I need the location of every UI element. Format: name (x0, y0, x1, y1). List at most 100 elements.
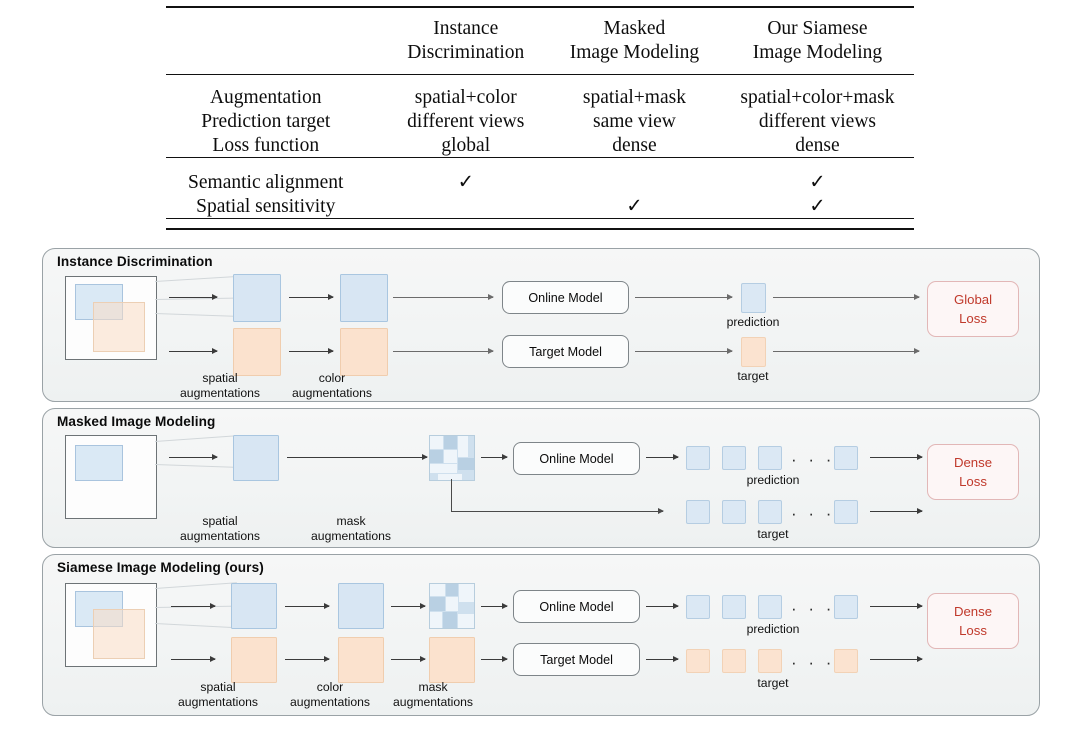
crop-box-orange (93, 609, 145, 659)
aug-label-color: color augmentations (267, 371, 397, 401)
rule-cell (166, 228, 384, 231)
aug-label-line2: augmentations (180, 529, 260, 543)
arrow-target-to-loss (773, 348, 920, 355)
target-label: target (737, 369, 769, 383)
loss-label-line1: Global (953, 292, 993, 307)
online-model-box[interactable]: Online Model (513, 590, 640, 623)
header-line-1: Masked (603, 18, 666, 39)
arrow-online-to-prediction (646, 602, 679, 611)
arrow-mask-aug (287, 453, 428, 462)
arrow-prediction-to-loss (870, 602, 923, 611)
rule-cell (166, 157, 384, 170)
header-line-1: Instance (433, 18, 499, 39)
table-rule-bottom-outer (166, 228, 914, 231)
aug-label-spatial: spatial augmentations (155, 514, 285, 544)
arrow-to-online-model (481, 602, 508, 611)
arrow-spatial-aug-blue (171, 602, 216, 611)
cell-augmentation-masked: spatial+mask (582, 86, 686, 108)
table-header-siamese-image-modeling: Our Siamese Image Modeling (720, 6, 914, 75)
target-model-label: Target Model (540, 652, 613, 667)
view-blue-spatial (233, 274, 281, 322)
rule-cell (548, 228, 721, 231)
target-token (834, 500, 858, 524)
table-row: Loss function global dense dense (166, 133, 914, 158)
aug-label-line2: augmentations (292, 386, 372, 400)
aug-label-line1: color (318, 371, 346, 385)
rule-cell (383, 218, 548, 229)
prediction-token (722, 595, 746, 619)
loss-label-line1: Dense (953, 604, 993, 619)
crop-guide-line (154, 435, 237, 442)
rule-cell (383, 74, 548, 85)
table-row: Augmentation spatial+color spatial+mask … (166, 85, 914, 109)
table-rule-mid (166, 74, 914, 85)
header-line-2: Discrimination (407, 42, 525, 63)
crop-box-blue (75, 445, 123, 481)
panel-title-masked-image-modeling: Masked Image Modeling (57, 414, 216, 429)
target-label: target (757, 527, 789, 541)
view-blue-spatial (233, 435, 279, 481)
check-semantic-siamese: ✓ (809, 171, 826, 193)
online-model-label: Online Model (539, 599, 614, 614)
comparison-table-grid: Instance Discrimination Masked Image Mod… (166, 6, 914, 231)
table-row: Semantic alignment ✓ ✓ (166, 170, 914, 194)
table-rule-mid-2 (166, 157, 914, 170)
aug-label-spatial: spatial augmentations (155, 371, 285, 401)
target-model-label: Target Model (529, 344, 602, 359)
row-label-loss-function: Loss function (212, 134, 320, 156)
row-label-semantic-alignment: Semantic alignment (188, 171, 344, 193)
table-header-masked-image-modeling: Masked Image Modeling (548, 6, 721, 75)
rule-cell (720, 74, 914, 85)
view-blue-color (340, 274, 388, 322)
row-label-prediction-target: Prediction target (201, 110, 331, 132)
prediction-token (741, 283, 766, 313)
arrow-online-to-prediction (635, 294, 733, 301)
table-header-instance-discrimination: Instance Discrimination (383, 6, 548, 75)
cell-loss-function-instance: global (441, 134, 491, 156)
target-token (686, 649, 710, 673)
prediction-label: prediction (746, 622, 800, 636)
cell-prediction-target-siamese: different views (758, 110, 876, 132)
target-token (741, 337, 766, 367)
online-model-box[interactable]: Online Model (502, 281, 629, 314)
dense-loss-box: Dense Loss (927, 444, 1019, 500)
arrow-to-target-model (393, 348, 494, 355)
loss-label-line1: Dense (953, 455, 993, 470)
target-token (834, 649, 858, 673)
crop-guide-line (154, 582, 237, 589)
target-token (758, 500, 782, 524)
cell-prediction-target-masked: same view (592, 110, 676, 132)
aug-label-line2: augmentations (311, 529, 391, 543)
target-model-box[interactable]: Target Model (513, 643, 640, 676)
target-token (722, 500, 746, 524)
view-orange-color (340, 328, 388, 376)
masked-patch-image (429, 435, 475, 481)
mask-to-target-connector (451, 479, 664, 516)
aug-label-line1: spatial (200, 680, 236, 694)
aug-label-line1: spatial (202, 371, 238, 385)
online-model-label: Online Model (539, 451, 614, 466)
rule-cell (720, 157, 914, 170)
source-image-thumbnail (65, 435, 157, 519)
arrow-to-online-model (393, 294, 494, 301)
cell-augmentation-instance: spatial+color (414, 86, 517, 108)
loss-label-line2: Loss (959, 311, 987, 326)
target-model-box[interactable]: Target Model (502, 335, 629, 368)
arrow-spatial-aug-orange (169, 347, 218, 356)
source-image-thumbnail (65, 583, 157, 667)
cell-augmentation-siamese: spatial+color+mask (740, 86, 895, 108)
cell-loss-function-siamese: dense (795, 134, 840, 156)
aug-label-line2: augmentations (178, 695, 258, 709)
header-line-2: Image Modeling (569, 42, 700, 63)
online-model-label: Online Model (528, 290, 603, 305)
target-token (722, 649, 746, 673)
arrow-mask-aug-blue (391, 602, 426, 611)
table-row: Spatial sensitivity ✓ ✓ (166, 194, 914, 219)
arrow-prediction-to-loss (870, 453, 923, 462)
panel-masked-image-modeling: Masked Image Modeling Online Model · · ·… (42, 408, 1040, 548)
header-line-2: Image Modeling (752, 42, 883, 63)
aug-label-line2: augmentations (393, 695, 473, 709)
prediction-label: prediction (726, 315, 780, 329)
prediction-token (722, 446, 746, 470)
online-model-box[interactable]: Online Model (513, 442, 640, 475)
